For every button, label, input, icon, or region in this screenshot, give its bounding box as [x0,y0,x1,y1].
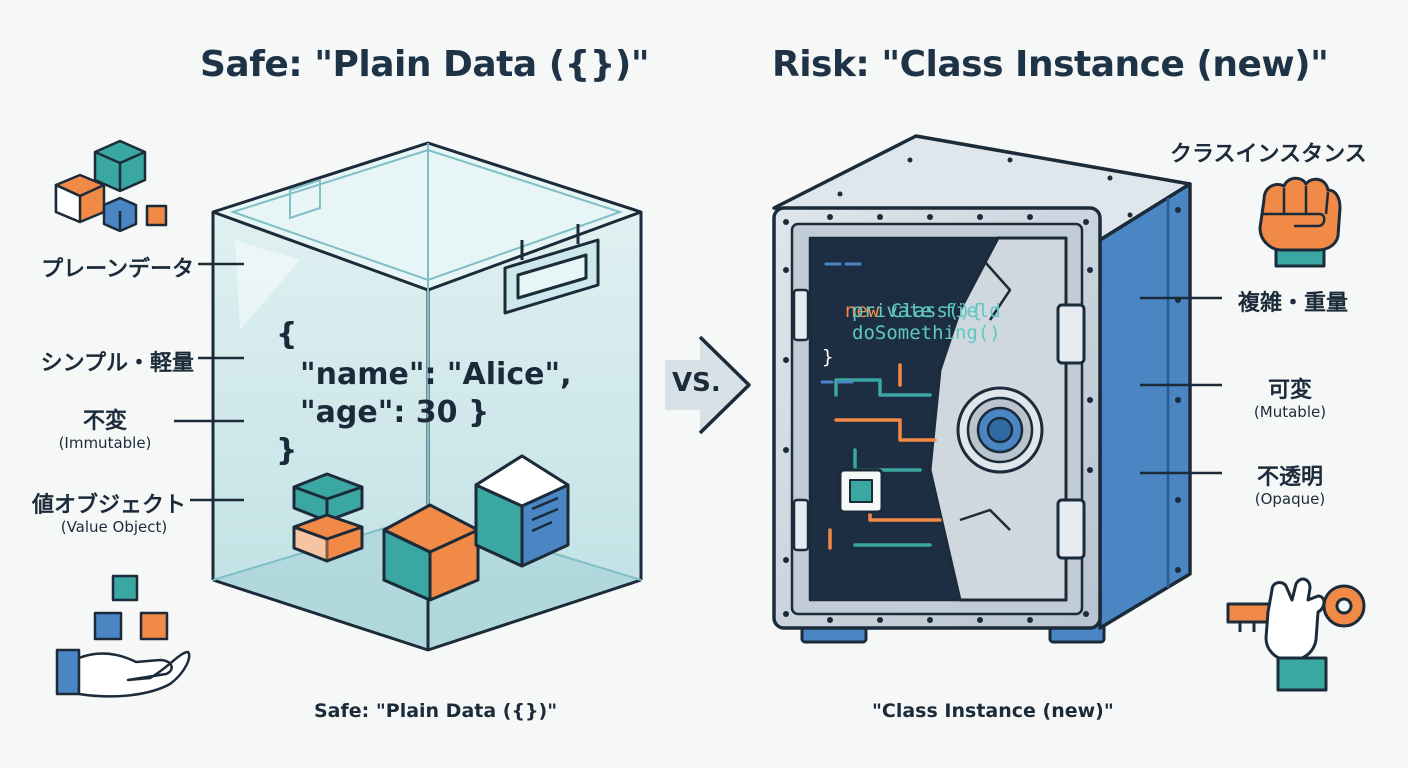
label-class-instance: クラスインスタンス [1170,142,1367,167]
vs-label: VS. [672,368,721,398]
label-complex-heavy: 複雑・重量 [1238,291,1349,316]
class-code-line2: private field [852,300,1001,322]
class-code-line4: } [822,346,834,368]
label-opaque-sub: (Opaque) [1254,490,1326,508]
left-caption: Safe: "Plain Data ({})" [314,700,558,722]
json-brace-close: } [276,433,298,468]
cubes-icon [54,139,168,233]
json-brace-open: { [276,317,298,352]
right-leader-lines [1140,296,1222,475]
json-line-name: "name": "Alice", [300,357,572,392]
vs-arrow [665,335,751,435]
hand-with-blocks-icon [55,574,191,698]
json-line-age: "age": 30 } [300,395,490,430]
right-caption: "Class Instance (new)" [872,700,1114,722]
inner-cubes [292,454,570,602]
left-title: Safe: "Plain Data ({})" [200,44,650,85]
label-value-object: 値オブジェクト [31,493,186,518]
label-immutable-sub: (Immutable) [58,434,152,452]
label-mutable-sub: (Mutable) [1253,403,1327,421]
left-leader-lines [174,262,244,502]
label-immutable: 不変 [82,409,127,434]
label-simple-light: シンプル・軽量 [40,351,194,376]
label-plain-data: プレーンデータ [41,257,194,282]
right-title: Risk: "Class Instance (new)" [772,44,1329,85]
label-mutable: 可変 [1267,378,1312,403]
class-code-line3: doSomething() [852,322,1001,344]
label-value-object-sub: (Value Object) [60,518,168,536]
keyword-new: new [844,300,880,322]
key-hand-icon [1226,577,1366,692]
fist-icon [1258,176,1342,268]
class-call: Class(){ [890,300,983,322]
label-opaque: 不透明 [1256,465,1323,490]
class-code-line1: new Class(){ [822,278,982,322]
safe [772,134,1192,644]
